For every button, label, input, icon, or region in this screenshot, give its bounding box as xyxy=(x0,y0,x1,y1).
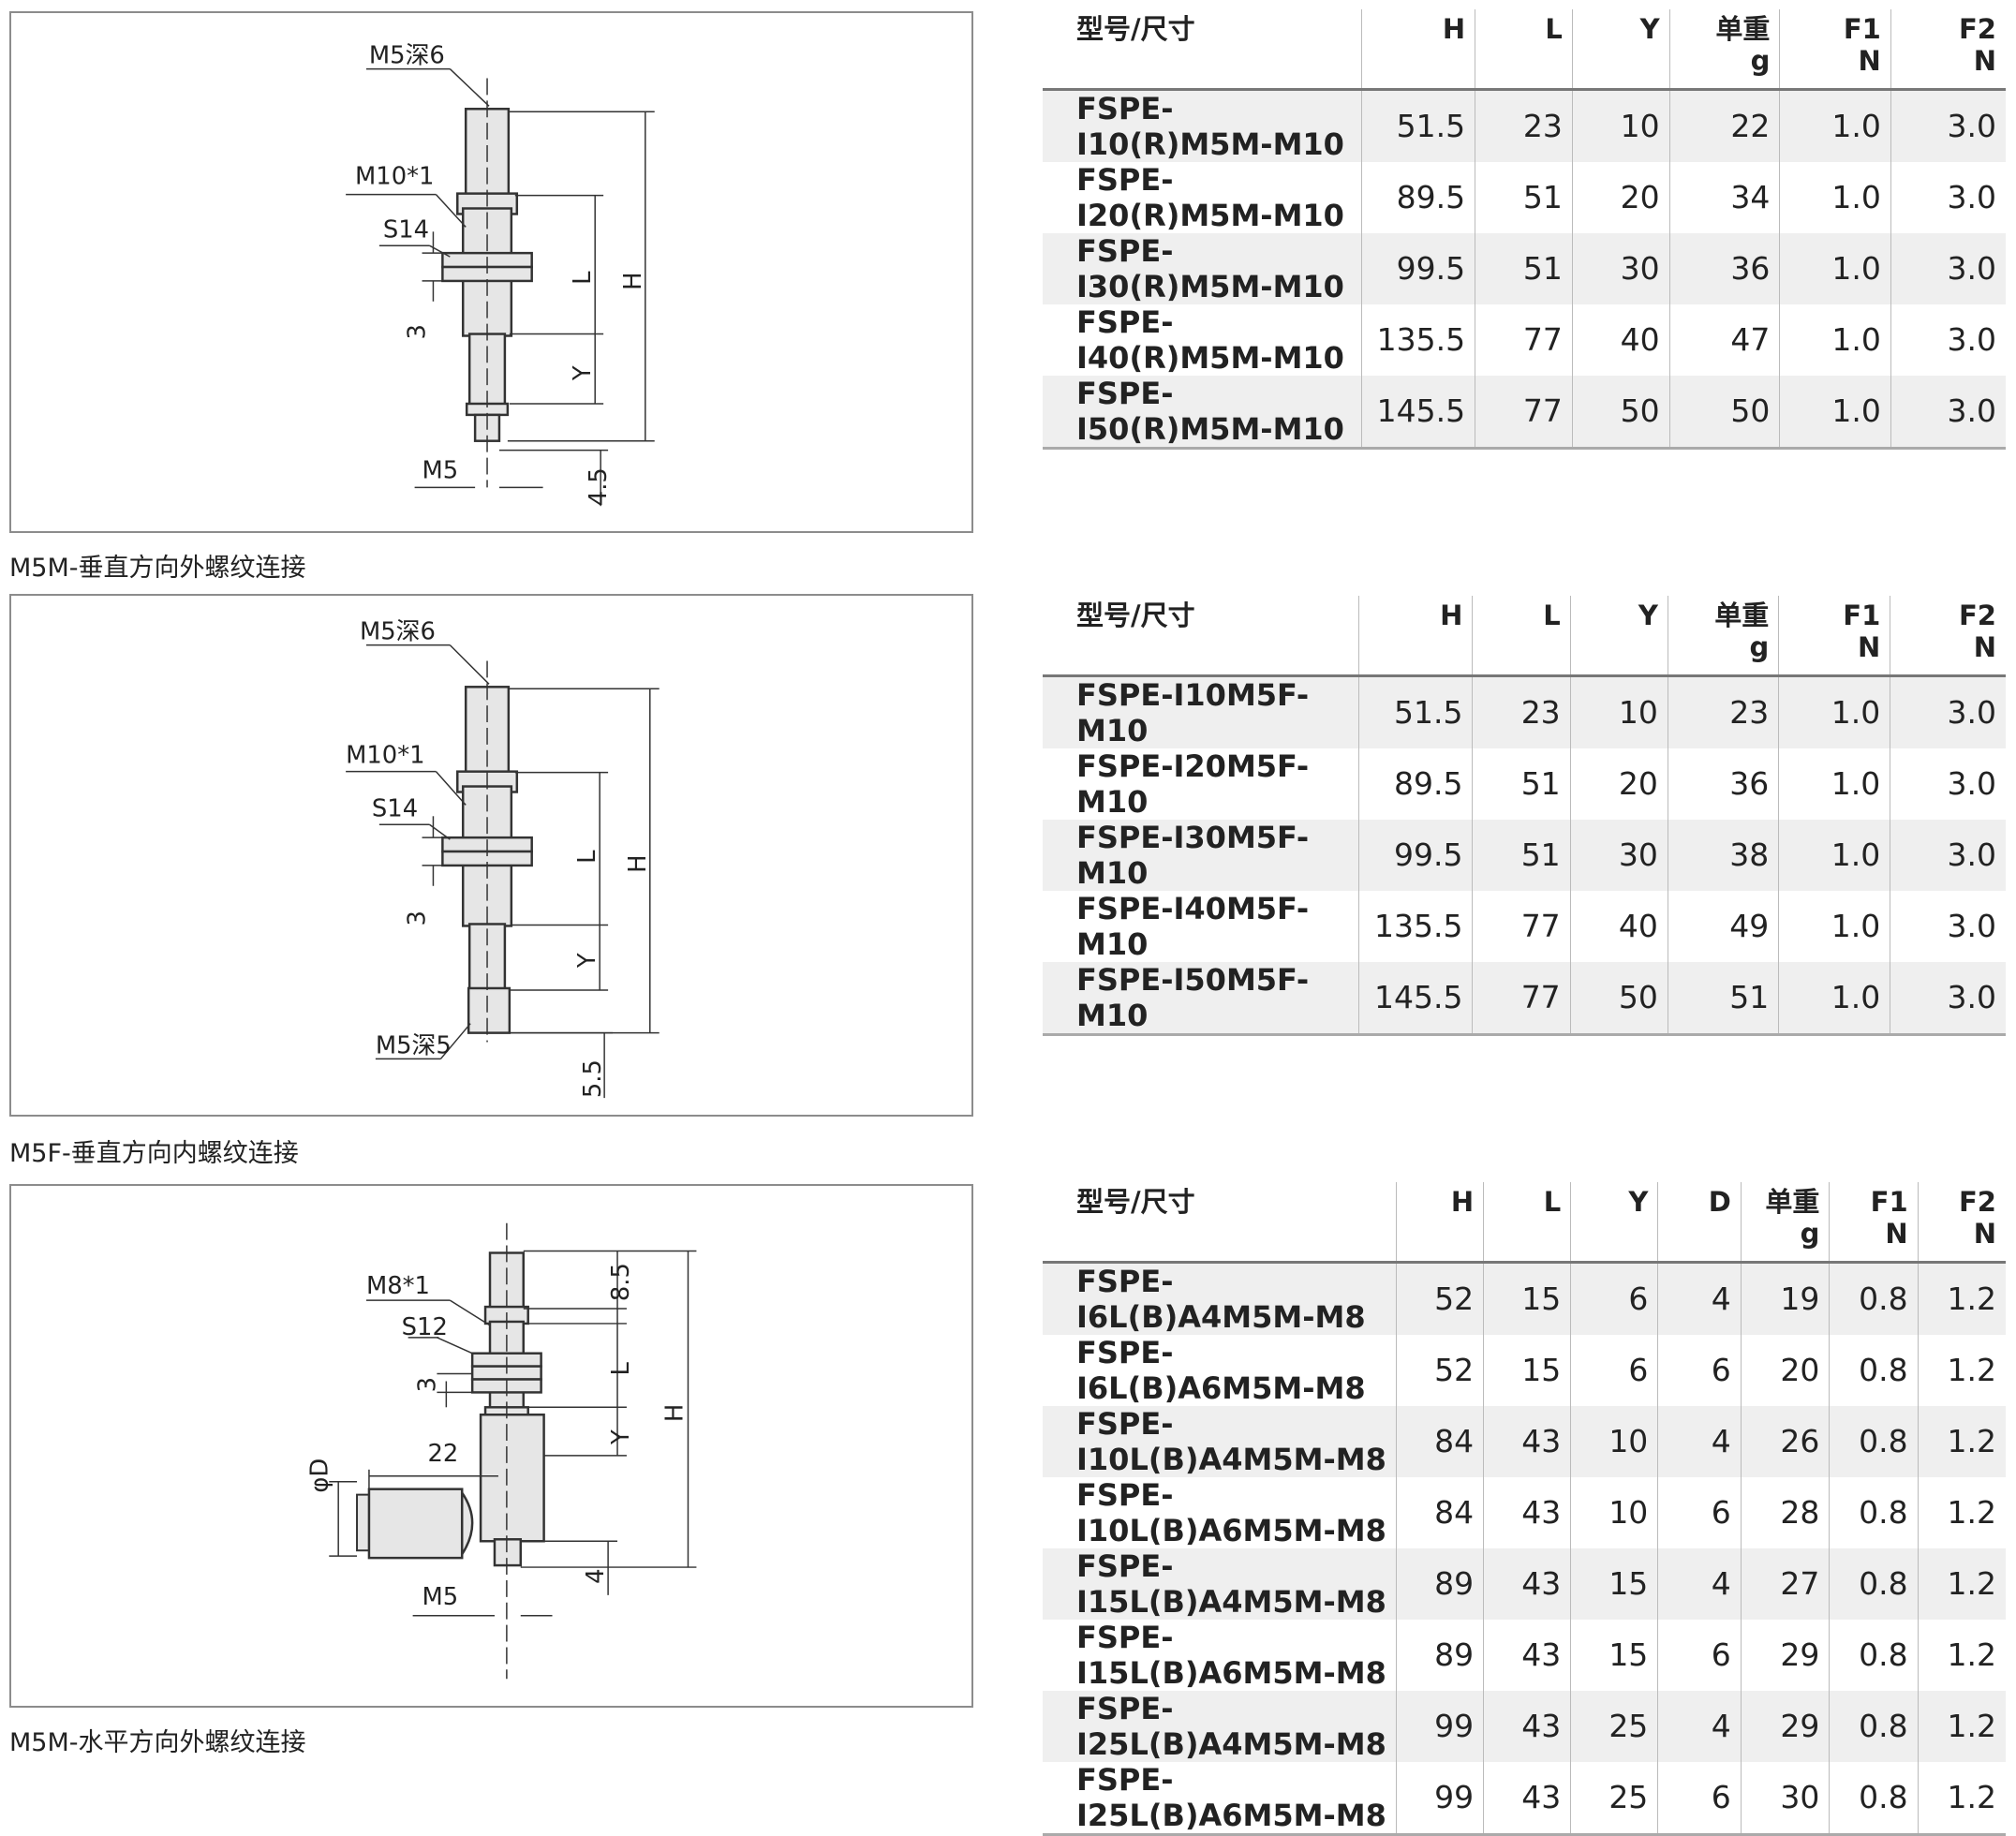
label-nut-size: S14 xyxy=(383,215,429,244)
col-H: H xyxy=(1358,596,1474,677)
dim-three: 3 xyxy=(404,324,432,339)
col-model: 型号/尺寸 xyxy=(1043,596,1360,677)
caption-m5f-vertical: M5F-垂直方向内螺纹连接 xyxy=(9,1139,299,1168)
dim-L: L xyxy=(569,271,597,285)
dim-L: L xyxy=(607,1362,635,1376)
col-Y: Y xyxy=(1572,9,1670,91)
label-top-thread: M5深6 xyxy=(360,618,436,646)
label-main-thread: M10*1 xyxy=(355,163,434,191)
technical-drawing-m5f-vertical: M5深6 M10*1 S14 M5深5 3 L H Y 5.5 xyxy=(346,618,660,1099)
label-nut-size: S14 xyxy=(372,794,418,822)
col-Y: Y xyxy=(1570,1182,1659,1264)
label-nut-size: S12 xyxy=(402,1313,448,1341)
dim-Y: Y xyxy=(569,365,597,381)
drawing-panel-m5m-horizontal: M8*1 S12 22 M5 3 φD 8.5 L Y H 4 xyxy=(9,1184,973,1708)
col-D: D xyxy=(1657,1182,1742,1264)
dim-bottom: 5.5 xyxy=(579,1059,607,1098)
col-L: L xyxy=(1483,1182,1572,1264)
label-bottom-thread: M5 xyxy=(422,1583,459,1611)
dim-H: H xyxy=(624,854,652,872)
label-main-thread: M8*1 xyxy=(366,1272,430,1300)
dim-bottom: 4 xyxy=(582,1569,610,1584)
col-H: H xyxy=(1396,1182,1485,1264)
dim-phi: φD xyxy=(305,1458,334,1493)
label-top-thread: M5深6 xyxy=(369,42,445,70)
drawing-panel-m5m-vertical: M5深6 M10*1 S14 M5 3 L H Y 4.5 xyxy=(9,11,973,533)
dim-bottom: 4.5 xyxy=(585,467,613,506)
dim-H: H xyxy=(619,272,647,289)
technical-drawing-m5m-vertical: M5深6 M10*1 S14 M5 3 L H Y 4.5 xyxy=(346,42,655,506)
technical-drawing-m5m-horizontal: M8*1 S12 22 M5 3 φD 8.5 L Y H 4 xyxy=(305,1222,697,1680)
caption-m5m-vertical: M5M-垂直方向外螺纹连接 xyxy=(9,554,306,583)
col-Y: Y xyxy=(1570,596,1668,677)
dim-three: 3 xyxy=(413,1377,441,1392)
dim-top: 8.5 xyxy=(607,1263,635,1301)
dim-L: L xyxy=(573,850,601,864)
col-H: H xyxy=(1361,9,1476,91)
caption-m5m-horizontal: M5M-水平方向外螺纹连接 xyxy=(9,1728,306,1757)
dim-three: 3 xyxy=(404,911,432,925)
dim-H: H xyxy=(661,1404,689,1422)
label-main-thread: M10*1 xyxy=(346,742,424,770)
col-model: 型号/尺寸 xyxy=(1043,1182,1398,1264)
label-bottom-thread: M5 xyxy=(422,456,459,484)
col-model: 型号/尺寸 xyxy=(1043,9,1362,91)
col-L: L xyxy=(1472,596,1571,677)
dim-Y: Y xyxy=(607,1429,635,1445)
label-bottom-thread: M5深5 xyxy=(376,1031,452,1059)
label-width: 22 xyxy=(427,1440,458,1468)
col-L: L xyxy=(1475,9,1573,91)
dim-Y: Y xyxy=(573,953,601,969)
drawing-panel-m5f-vertical: M5深6 M10*1 S14 M5深5 3 L H Y 5.5 xyxy=(9,594,973,1117)
